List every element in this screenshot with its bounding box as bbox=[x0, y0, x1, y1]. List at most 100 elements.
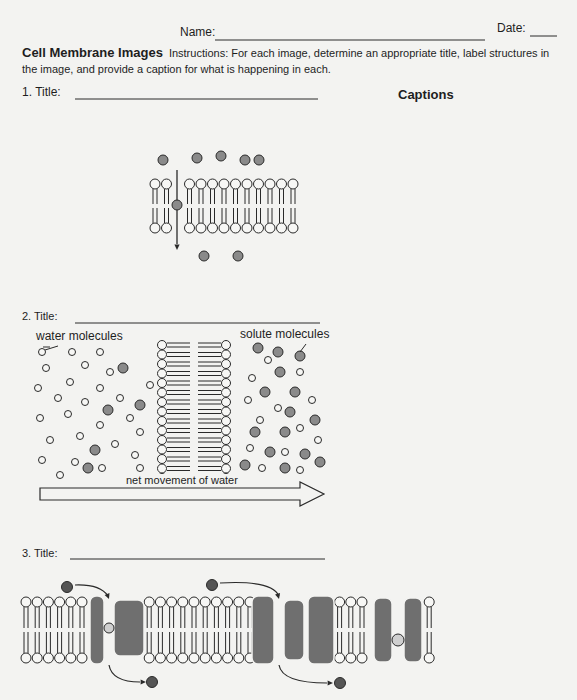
lipid-tail bbox=[198, 438, 221, 439]
lipid-tail bbox=[167, 356, 190, 357]
phospholipid-head bbox=[162, 179, 172, 189]
lipid-tail bbox=[236, 632, 237, 653]
water-molecule bbox=[297, 425, 304, 432]
lipid-tail bbox=[198, 447, 221, 448]
lipid-tail bbox=[431, 632, 432, 653]
lipid-tail bbox=[167, 451, 190, 452]
lipid-tail bbox=[198, 428, 221, 429]
phospholipid-head bbox=[288, 223, 298, 233]
phospholipid-head bbox=[200, 597, 210, 607]
lipid-tail bbox=[341, 607, 342, 628]
lipid-tail bbox=[24, 607, 25, 628]
lipid-tail bbox=[167, 347, 190, 348]
part-label: water molecules bbox=[36, 330, 123, 344]
lipid-tail bbox=[226, 189, 227, 204]
lipid-tail bbox=[214, 189, 215, 204]
question-title: 1. Title: bbox=[22, 86, 61, 100]
water-molecule bbox=[39, 457, 46, 464]
lipid-tail bbox=[167, 381, 190, 382]
lipid-tail bbox=[167, 362, 190, 363]
solute-molecule bbox=[260, 387, 270, 397]
lipid-tail bbox=[203, 632, 204, 653]
lipid-tail bbox=[352, 607, 353, 628]
lipid-tail bbox=[233, 189, 234, 204]
lipid-tail bbox=[225, 632, 226, 653]
lipid-tail bbox=[249, 189, 250, 204]
lipid-tail bbox=[291, 208, 292, 223]
lipid-tail bbox=[191, 189, 192, 204]
phospholipid-head bbox=[265, 223, 275, 233]
solute-molecule bbox=[280, 427, 290, 437]
arrow-label: net movement of water bbox=[124, 474, 240, 487]
molecule bbox=[240, 155, 250, 165]
heading-block: Cell Membrane ImagesInstructions: For ea… bbox=[22, 45, 557, 76]
lipid-tail bbox=[167, 438, 190, 439]
molecule bbox=[158, 155, 168, 165]
lipid-tail bbox=[184, 632, 185, 653]
phospholipid-head bbox=[208, 179, 218, 189]
lipid-tail bbox=[214, 607, 215, 628]
molecule bbox=[392, 634, 404, 646]
lipid-tail bbox=[260, 189, 261, 204]
molecule bbox=[172, 200, 182, 210]
solute-molecule bbox=[273, 347, 283, 357]
phospholipid-head bbox=[150, 179, 160, 189]
lipid-tail bbox=[147, 632, 148, 653]
lipid-tail bbox=[35, 607, 36, 628]
phospholipid-head bbox=[222, 398, 231, 407]
lipid-tail bbox=[240, 632, 241, 653]
phospholipid-head bbox=[234, 597, 244, 607]
phospholipid-head bbox=[265, 179, 275, 189]
solute-molecule bbox=[103, 405, 113, 415]
lipid-tail bbox=[167, 409, 190, 410]
phospholipid-head bbox=[178, 597, 188, 607]
lipid-tail bbox=[198, 385, 221, 386]
lipid-tail bbox=[24, 632, 25, 653]
water-molecule bbox=[65, 411, 72, 418]
phospholipid-head bbox=[222, 436, 231, 445]
lipid-tail bbox=[167, 466, 190, 467]
lipid-tail bbox=[50, 607, 51, 628]
molecule bbox=[216, 151, 226, 161]
lipid-tail bbox=[158, 632, 159, 653]
lipid-tail bbox=[164, 189, 165, 204]
lipid-tail bbox=[169, 607, 170, 628]
lipid-tail bbox=[198, 423, 221, 424]
lipid-tail bbox=[50, 632, 51, 653]
transport-arrow bbox=[75, 585, 108, 596]
phospholipid-head bbox=[66, 597, 76, 607]
water-molecule bbox=[132, 452, 139, 459]
lipid-tail bbox=[35, 632, 36, 653]
phospholipid-head bbox=[254, 179, 264, 189]
water-molecule bbox=[35, 385, 42, 392]
phospholipid-head bbox=[223, 653, 233, 663]
phospholipid-head bbox=[200, 653, 210, 663]
lipid-tail bbox=[283, 189, 284, 204]
phospholipid-head bbox=[222, 445, 231, 454]
phospholipid-head bbox=[222, 341, 231, 350]
solute-molecule bbox=[275, 367, 285, 377]
water-molecule bbox=[57, 472, 64, 479]
lipid-tail bbox=[203, 607, 204, 628]
worksheet-title: Cell Membrane Images bbox=[22, 45, 163, 60]
lipid-tail bbox=[268, 208, 269, 223]
lipid-tail bbox=[167, 423, 190, 424]
lipid-tail bbox=[72, 632, 73, 653]
lipid-tail bbox=[68, 632, 69, 653]
lipid-tail bbox=[28, 607, 29, 628]
phospholipid-head bbox=[32, 597, 42, 607]
phospholipid-head bbox=[158, 417, 167, 426]
lipid-tail bbox=[431, 607, 432, 628]
answer-line bbox=[215, 40, 485, 41]
lipid-tail bbox=[28, 632, 29, 653]
water-molecule bbox=[309, 397, 316, 404]
transport-protein bbox=[114, 600, 144, 656]
lipid-tail bbox=[248, 632, 249, 653]
water-molecule bbox=[259, 465, 266, 472]
lipid-tail bbox=[198, 451, 221, 452]
solute-molecule bbox=[265, 447, 275, 457]
lipid-tail bbox=[167, 432, 190, 433]
lipid-tail bbox=[173, 632, 174, 653]
lipid-tail bbox=[157, 189, 158, 204]
phospholipid-head bbox=[242, 179, 252, 189]
